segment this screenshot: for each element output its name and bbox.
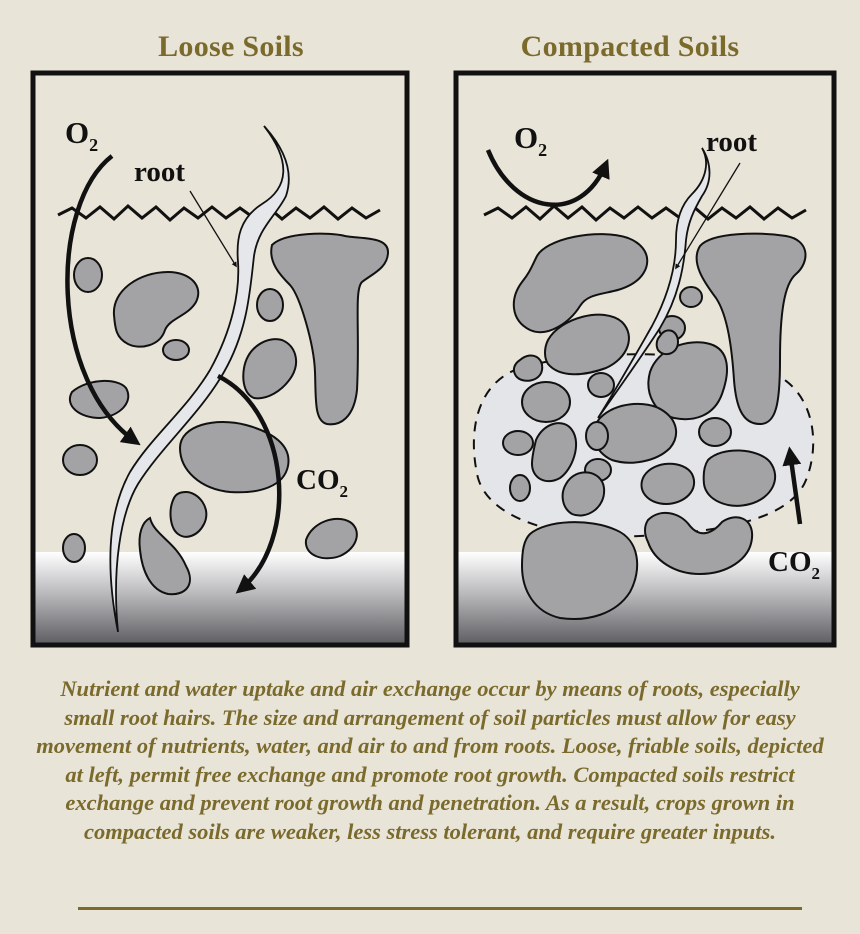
soil-particle <box>641 464 694 504</box>
soil-particle <box>63 445 97 475</box>
soil-particle <box>680 287 702 307</box>
soil-particle <box>503 431 533 455</box>
subsoil-layer <box>33 552 407 645</box>
divider-rule <box>78 907 802 910</box>
soil-particle <box>257 289 283 321</box>
soil-diagram: O2 root CO2 <box>0 0 860 660</box>
compacted-soils-panel: O2 root CO2 <box>456 73 834 645</box>
figure-caption: Nutrient and water uptake and air exchan… <box>34 675 826 846</box>
soil-particle <box>171 492 207 537</box>
soil-particle <box>163 340 189 360</box>
root-label: root <box>706 126 757 158</box>
loose-soils-panel: O2 root CO2 <box>33 73 407 645</box>
soil-particle <box>699 418 731 446</box>
root-label: root <box>134 156 185 188</box>
soil-particle <box>522 522 637 619</box>
soil-particle <box>586 422 608 450</box>
soil-particle <box>522 382 570 422</box>
soil-particle <box>510 475 530 501</box>
soil-particle <box>588 373 614 397</box>
soil-particle <box>74 258 102 292</box>
soil-particle <box>704 450 775 505</box>
soil-particle <box>63 534 85 562</box>
